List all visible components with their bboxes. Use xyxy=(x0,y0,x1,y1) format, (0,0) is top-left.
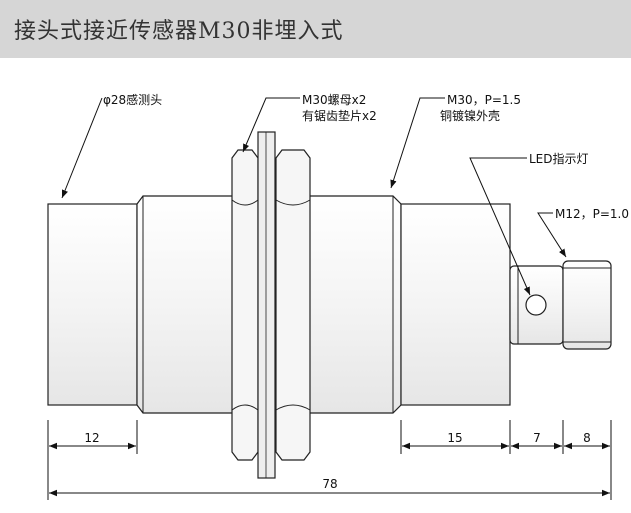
dim-total-length: 78 xyxy=(322,477,337,491)
dim-connector-length: 8 xyxy=(583,431,591,445)
dim-neck-length: 7 xyxy=(533,431,541,445)
page-title: 接头式接近传感器M30非埋入式 xyxy=(14,19,344,44)
rear-body xyxy=(400,203,511,406)
nut-right xyxy=(275,149,311,461)
led-indicator xyxy=(525,294,547,316)
dim-rear-length: 15 xyxy=(447,431,462,445)
callout-nut: M30螺母x2 xyxy=(302,93,366,107)
serrated-washer xyxy=(257,131,276,479)
m12-connector xyxy=(562,260,612,350)
callout-connector: M12，P=1.0 xyxy=(555,207,629,221)
sensing-head xyxy=(47,203,138,406)
callout-sensing-head: φ28感测头 xyxy=(103,92,162,107)
callout-washer: 有锯齿垫片x2 xyxy=(302,108,377,123)
callout-thread: M30，P=1.5 xyxy=(447,93,521,107)
dim-head-length: 12 xyxy=(84,431,99,445)
callout-housing: 铜镀镍外壳 xyxy=(440,108,500,123)
callout-led: LED指示灯 xyxy=(529,151,589,166)
title-bar: 接头式接近传感器M30非埋入式 xyxy=(0,0,631,58)
nut-left xyxy=(231,149,259,461)
